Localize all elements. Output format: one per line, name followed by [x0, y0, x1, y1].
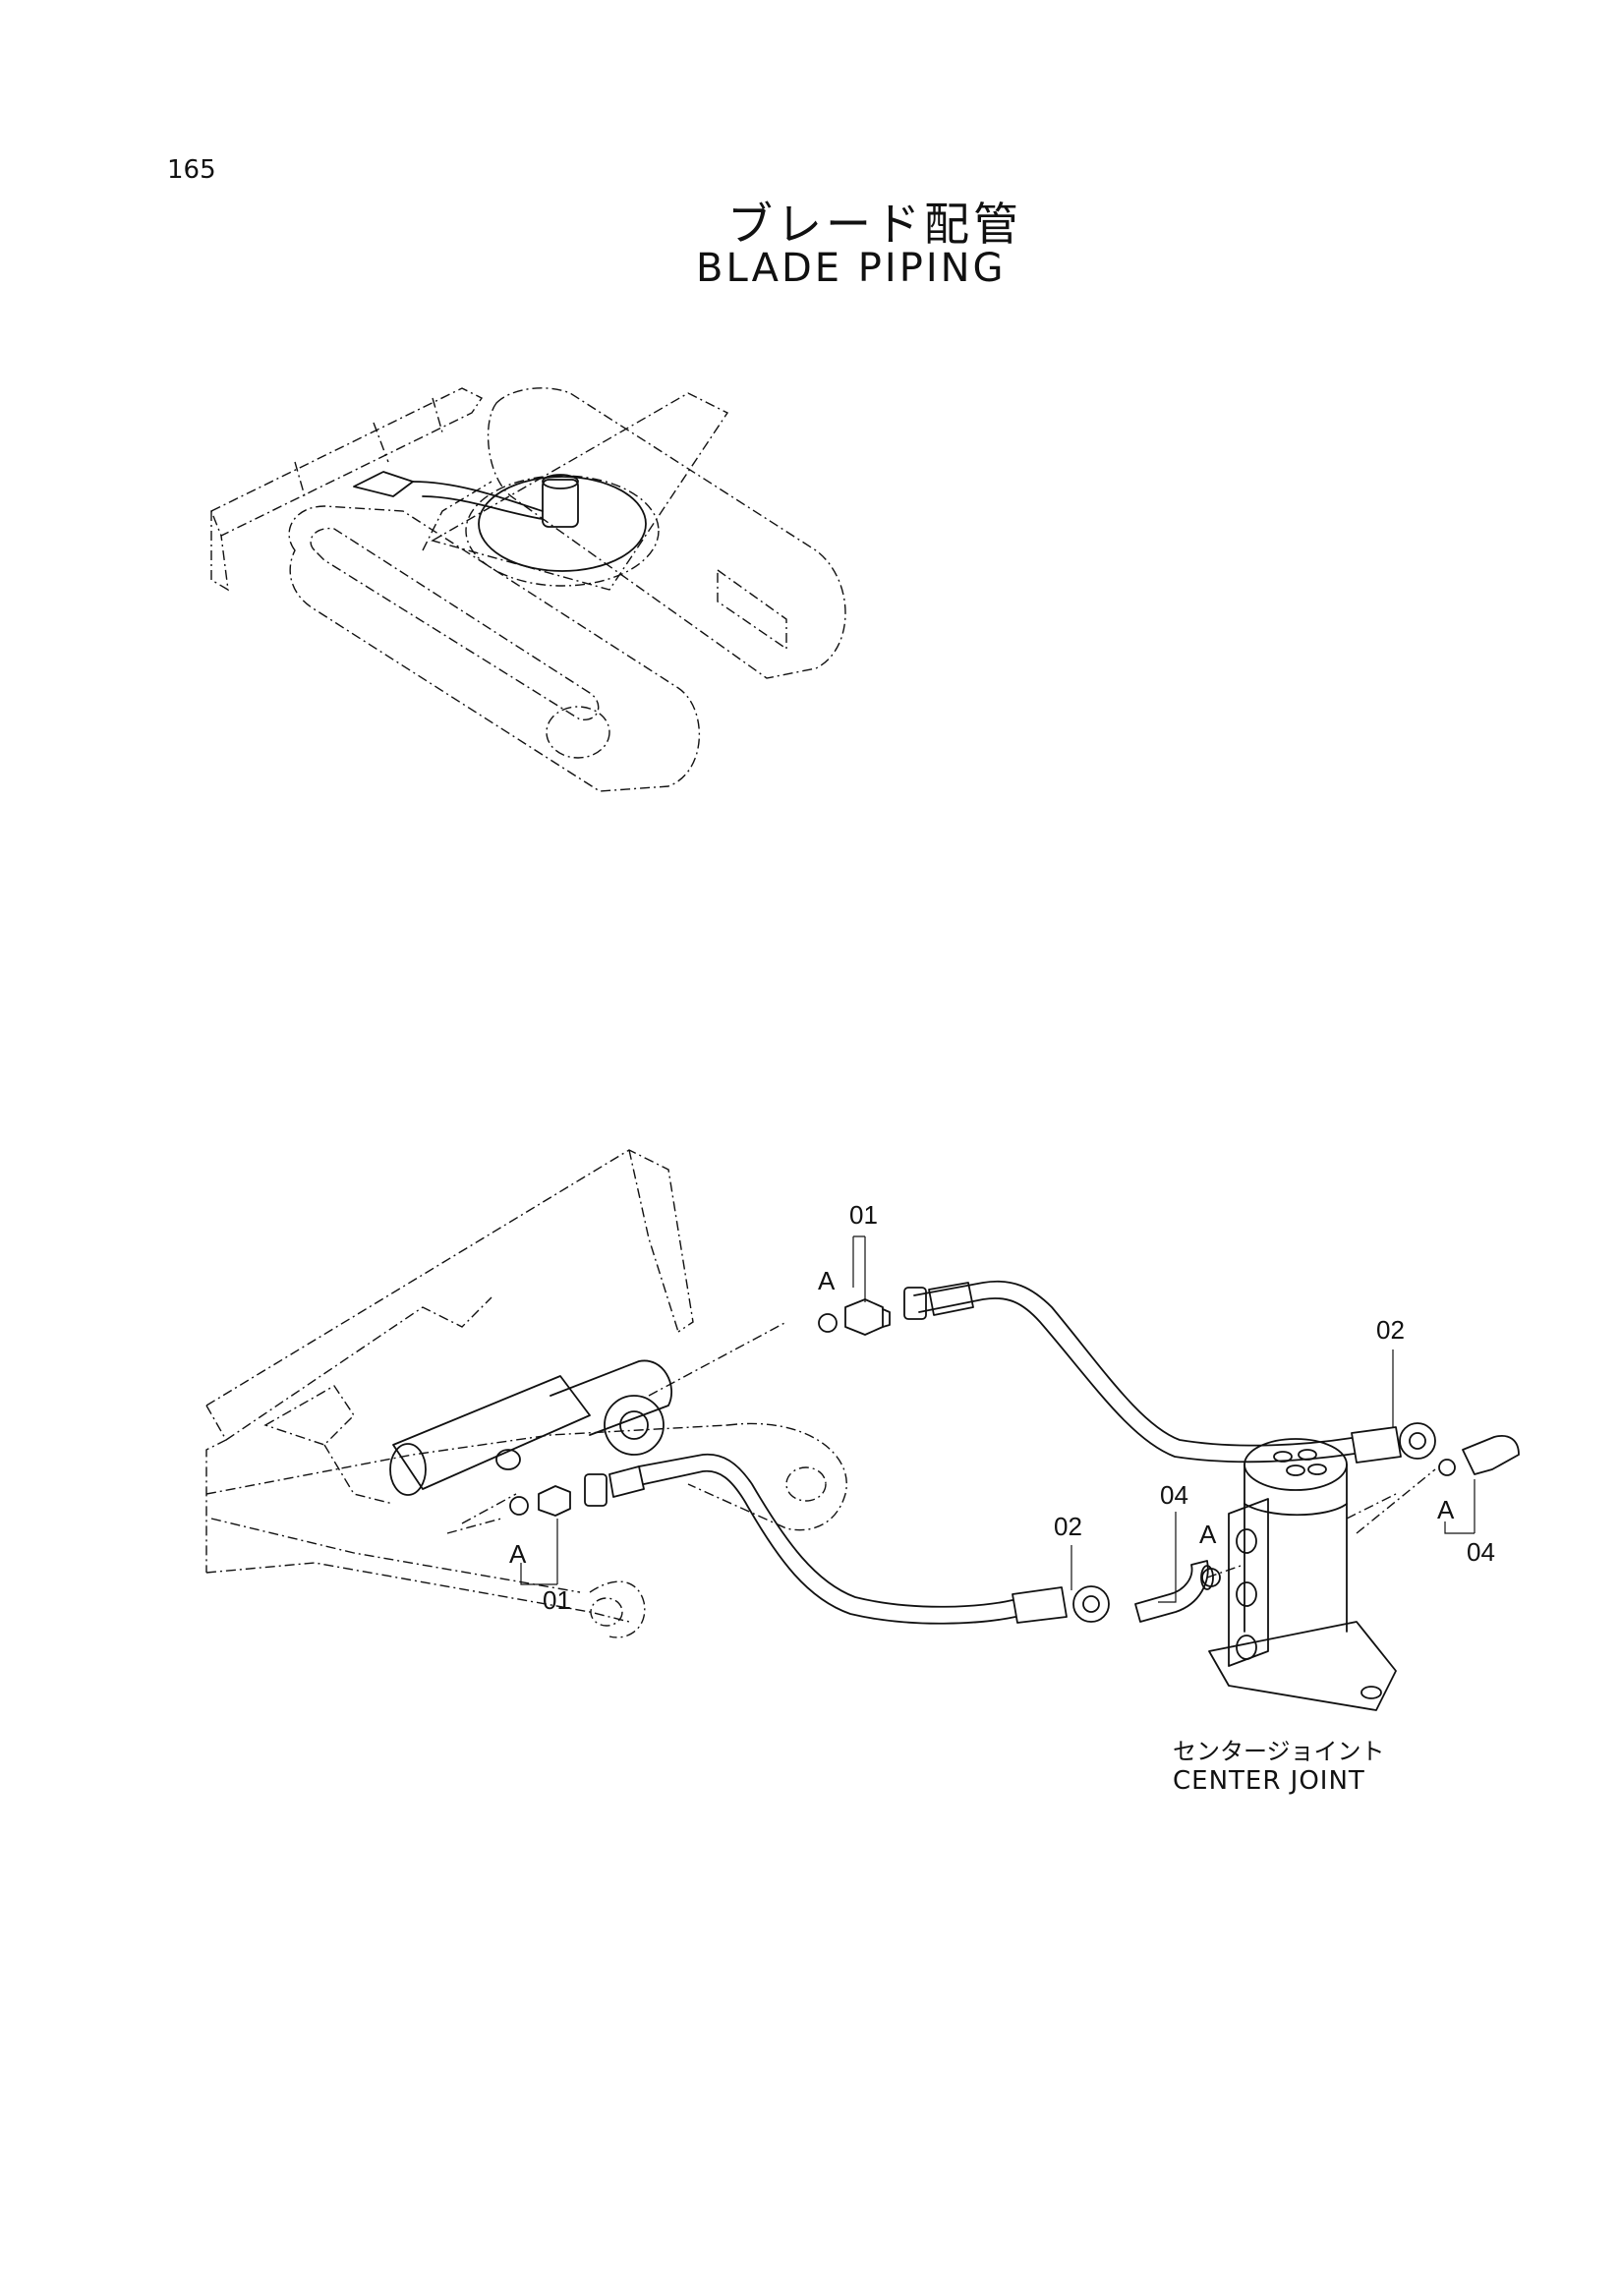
- callout-02-right: 02: [1376, 1315, 1405, 1345]
- callout-01-upper: 01: [849, 1200, 878, 1230]
- center-joint-part: [1209, 1439, 1396, 1710]
- blade-piping-detail-illustration: [206, 1150, 1519, 1710]
- callout-a-joint: A: [1199, 1520, 1217, 1549]
- callout-04-left: 04: [1160, 1480, 1188, 1510]
- page-title-japanese: ブレード配管: [727, 198, 1022, 251]
- undercarriage-overview-illustration: [211, 388, 845, 791]
- hose-02-upper: [904, 1282, 1435, 1463]
- callout-01-lower: 01: [543, 1585, 571, 1615]
- fitting-04-right: [1357, 1436, 1519, 1533]
- callout-a-upper: A: [818, 1266, 836, 1295]
- page-title: BLADE PIPING: [696, 246, 1007, 291]
- callout-04-right: 04: [1467, 1537, 1495, 1567]
- page-number: 165: [167, 155, 216, 185]
- callout-a-lower: A: [509, 1539, 527, 1569]
- hose-02-lower: [585, 1455, 1109, 1624]
- center-joint-caption: CENTER JOINT: [1173, 1766, 1365, 1796]
- center-joint-caption-japanese: センタージョイント: [1173, 1738, 1385, 1765]
- fitting-01-lower: [510, 1486, 570, 1516]
- fitting-04-left: [1135, 1561, 1244, 1622]
- fitting-01-upper: [819, 1299, 890, 1335]
- callout-02-middle: 02: [1054, 1512, 1082, 1541]
- callout-a-right: A: [1437, 1495, 1455, 1524]
